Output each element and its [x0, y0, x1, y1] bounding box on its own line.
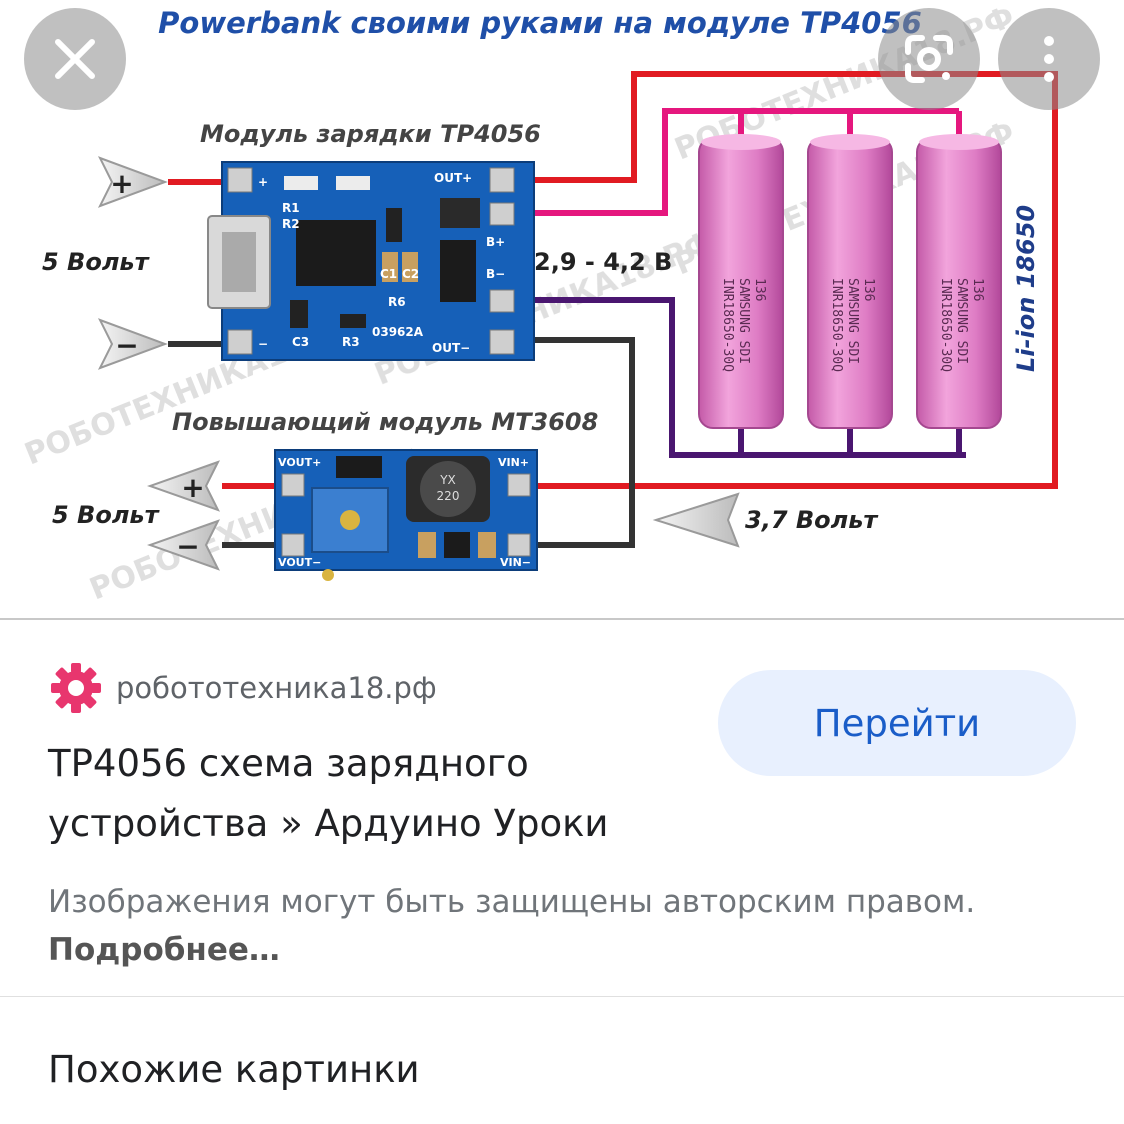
svg-text:R1: R1 [282, 201, 300, 215]
svg-text:VIN−: VIN− [500, 556, 531, 569]
output-voltage-label: 5 Вольт [52, 501, 161, 529]
input-plus-arrow: + [97, 156, 168, 208]
svg-text:136: 136 [752, 278, 767, 301]
close-icon [55, 39, 95, 79]
charger-module-label: Модуль зарядки TP4056 [200, 120, 541, 148]
svg-text:+: + [181, 471, 204, 504]
lens-icon [905, 35, 953, 83]
svg-text:C2: C2 [402, 267, 419, 281]
more-options-button[interactable] [998, 8, 1100, 110]
site-name: робототехника18.рф [116, 671, 437, 705]
wire-out-minus [500, 337, 635, 548]
svg-text:C1: C1 [380, 267, 397, 281]
svg-text:B−: B− [486, 267, 505, 281]
svg-text:SAMSUNG SDI: SAMSUNG SDI [736, 278, 751, 364]
similar-images-heading: Похожие картинки [48, 1048, 420, 1091]
copyright-text: Изображения могут быть защищены авторски… [48, 884, 976, 920]
result-title[interactable]: TP4056 схема зарядного устройства » Арду… [48, 742, 609, 845]
battery-type-label: Li-ion 18650 [1012, 205, 1040, 372]
svg-text:SAMSUNG SDI: SAMSUNG SDI [954, 278, 969, 364]
visit-button[interactable]: Перейти [718, 670, 1076, 776]
charger-board: + OUT+ B+ B− OUT− − R1 R2 C1 C2 R6 C3 R3… [207, 161, 535, 361]
wire-b-minus [500, 297, 966, 458]
svg-text:VOUT+: VOUT+ [278, 456, 321, 469]
svg-text:136: 136 [861, 278, 876, 301]
battery-nominal-label: 3,7 Вольт [745, 506, 879, 534]
source-link[interactable]: робототехника18.рф [50, 660, 437, 716]
battery-cell: INR18650-30Q SAMSUNG SDI 136 [807, 134, 893, 429]
svg-text:R6: R6 [388, 295, 406, 309]
svg-text:VIN+: VIN+ [498, 456, 529, 469]
svg-text:R3: R3 [342, 335, 360, 349]
svg-text:INR18650-30Q: INR18650-30Q [938, 278, 953, 372]
svg-text:−: − [115, 329, 138, 362]
input-voltage-label: 5 Вольт [42, 248, 151, 276]
svg-text:−: − [258, 337, 268, 351]
svg-text:R2: R2 [282, 217, 300, 231]
input-minus-arrow: − [97, 318, 168, 370]
image-divider [0, 618, 1124, 620]
diagram-title: Powerbank своими руками на модуле TP4056 [158, 6, 922, 40]
close-button[interactable] [24, 8, 126, 110]
battery-nominal-arrow [652, 492, 740, 548]
svg-text:−: − [176, 530, 199, 563]
svg-text:C3: C3 [292, 335, 309, 349]
svg-text:INR18650-30Q: INR18650-30Q [829, 278, 844, 372]
output-minus-arrow: − [146, 519, 221, 571]
gear-icon [51, 663, 101, 713]
svg-text:B+: B+ [486, 235, 505, 249]
svg-text:+: + [110, 167, 133, 200]
svg-text:SAMSUNG SDI: SAMSUNG SDI [845, 278, 860, 364]
copyright-notice: Изображения могут быть защищены авторски… [48, 878, 1088, 974]
svg-text:136: 136 [970, 278, 985, 301]
boost-module-label: Повышающий модуль MT3608 [172, 408, 598, 436]
svg-text:OUT−: OUT− [432, 341, 470, 355]
battery-cell: INR18650-30Q SAMSUNG SDI 136 [916, 134, 1002, 429]
svg-text:OUT+: OUT+ [434, 171, 472, 185]
section-divider [0, 996, 1124, 997]
more-vert-icon [1044, 36, 1054, 82]
svg-text:+: + [258, 175, 268, 189]
svg-text:YX: YX [439, 473, 456, 487]
learn-more-link[interactable]: Подробнее… [48, 932, 280, 968]
battery-range-label: 2,9 - 4,2 В [534, 248, 672, 276]
output-plus-arrow: + [146, 460, 221, 512]
boost-board: YX 220 VOUT+ VOUT− VIN+ VIN− [274, 449, 538, 581]
wire-out-plus [500, 71, 1058, 489]
wire-b-plus [500, 108, 959, 216]
battery-cell: INR18650-30Q SAMSUNG SDI 136 [698, 134, 784, 429]
svg-text:03962A: 03962A [372, 325, 424, 339]
result-image[interactable]: РОБОТЕХНИКА18.РФ РОБОТЕХНИКА18.РФ РОБОТЕ… [0, 0, 1124, 618]
svg-text:INR18650-30Q: INR18650-30Q [720, 278, 735, 372]
powerbank-diagram: РОБОТЕХНИКА18.РФ РОБОТЕХНИКА18.РФ РОБОТЕ… [20, 0, 1058, 607]
svg-text:220: 220 [437, 489, 460, 503]
svg-text:VOUT−: VOUT− [278, 556, 321, 569]
lens-button[interactable] [878, 8, 980, 110]
